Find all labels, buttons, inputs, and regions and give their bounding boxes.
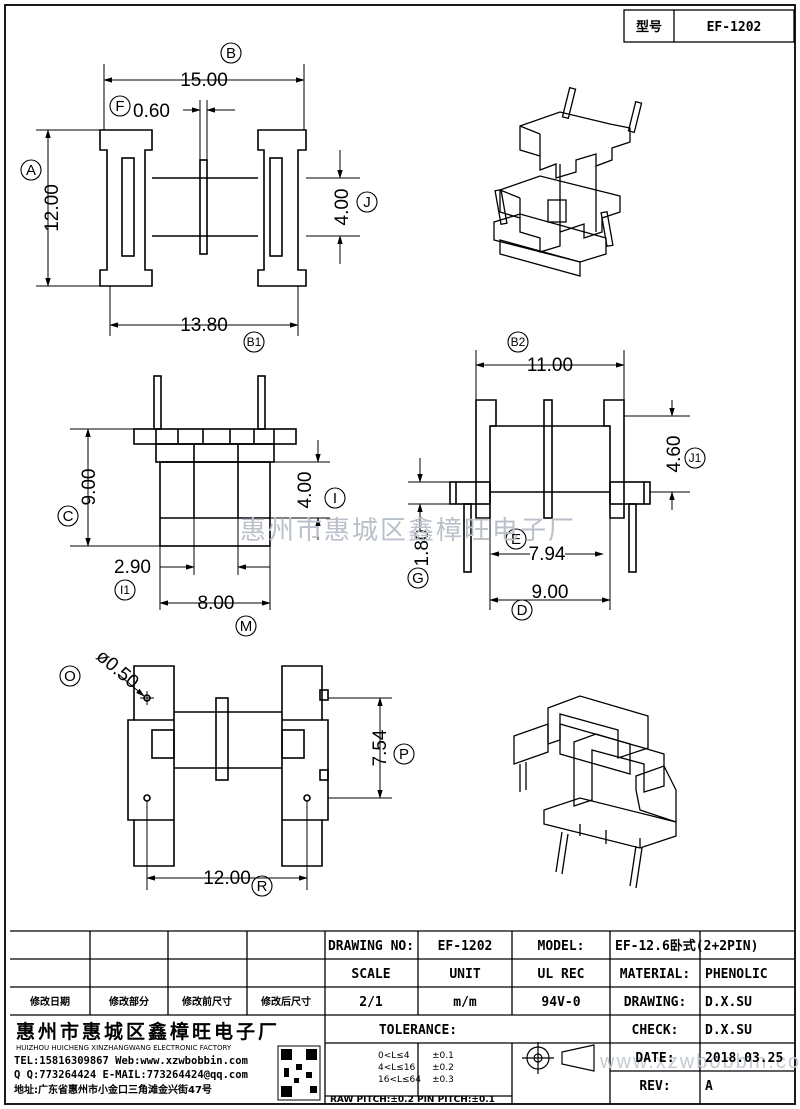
marker-a: A xyxy=(26,162,36,179)
rev-header-after: 修改后尺寸 xyxy=(260,995,311,1008)
side-view-dimensions xyxy=(408,350,690,610)
top-view-dimensions xyxy=(36,64,360,336)
marker-f: F xyxy=(115,98,124,115)
dim-b2: 11.00 xyxy=(527,355,573,376)
marker-r: R xyxy=(257,878,268,895)
rev-value: A xyxy=(705,1079,713,1094)
company-name-en: HUIZHOU HUICHENG XINZHANGWANG ELECTRONIC… xyxy=(16,1044,232,1052)
marker-b2: B2 xyxy=(511,335,526,349)
isometric-view-bottom xyxy=(513,695,677,889)
drawing-label: DRAWING: xyxy=(624,995,687,1010)
tol-value-1: ±0.1 xyxy=(432,1051,454,1061)
type-label: 型号 xyxy=(636,19,662,35)
dim-a: 12.00 xyxy=(42,184,63,232)
marker-letters: B F A J B1 C I I1 M B2 J1 E G D O P R xyxy=(26,45,702,895)
bottom-view xyxy=(127,665,329,867)
marker-circles xyxy=(20,42,706,897)
pitch-note: RAW PITCH:±0.2 PIN PITCH:±0.1 xyxy=(330,1095,495,1105)
material-label: MATERIAL: xyxy=(620,967,690,982)
marker-p: P xyxy=(399,746,409,763)
check-value: D.X.SU xyxy=(705,1023,752,1038)
unit-value: m/m xyxy=(453,995,477,1010)
rev-header-before: 修改前尺寸 xyxy=(181,995,232,1008)
dim-j: 4.00 xyxy=(332,189,353,226)
scale-label: SCALE xyxy=(351,967,390,982)
dim-e: 7.94 xyxy=(529,544,566,565)
sheet-border xyxy=(4,4,796,1105)
dim-f: 0.60 xyxy=(133,101,170,122)
marker-j: J xyxy=(363,194,371,211)
marker-i: I xyxy=(333,490,337,507)
drawing-value: D.X.SU xyxy=(705,995,752,1010)
marker-i1: I1 xyxy=(120,583,130,597)
dim-m: 8.00 xyxy=(198,593,235,614)
rev-header-date: 修改日期 xyxy=(29,995,70,1008)
tol-value-2: ±0.2 xyxy=(432,1063,454,1073)
projection-symbol xyxy=(522,1042,595,1074)
tol-range-2: 4<L≤16 xyxy=(378,1063,416,1073)
dim-b1: 13.80 xyxy=(180,315,228,336)
marker-e: E xyxy=(511,531,521,548)
tol-range-3: 16<L≤64 xyxy=(378,1075,421,1085)
company-tel: TEL:15816309867 Web:www.xzwbobbin.com xyxy=(14,1055,248,1067)
watermark-text: 惠州市惠城区鑫樟旺电子厂 xyxy=(240,515,576,545)
dim-g: 1.80 xyxy=(412,530,433,567)
top-view xyxy=(99,129,307,287)
front-view xyxy=(133,375,297,547)
bottom-view-dimensions xyxy=(117,673,392,890)
rev-header-part: 修改部分 xyxy=(108,995,149,1008)
front-view-dimensions xyxy=(70,428,330,610)
tol-value-3: ±0.3 xyxy=(432,1075,454,1085)
model-value: EF-12.6卧式(2+2PIN) xyxy=(615,938,758,954)
dim-i1: 2.90 xyxy=(114,557,151,578)
drawing-no-value: EF-1202 xyxy=(438,939,493,954)
marker-b1: B1 xyxy=(247,335,262,349)
ul-value: 94V-0 xyxy=(541,995,580,1010)
dim-r: 12.00 xyxy=(203,868,251,889)
dim-b: 15.00 xyxy=(180,70,228,91)
model-label: MODEL: xyxy=(538,939,585,954)
dim-o: ø0.50 xyxy=(92,646,143,693)
dimension-values: 15.00 0.60 12.00 4.00 13.80 9.00 4.00 2.… xyxy=(42,70,685,889)
marker-o: O xyxy=(64,668,76,685)
marker-d: D xyxy=(517,602,528,619)
marker-c: C xyxy=(63,508,74,525)
dim-c: 9.00 xyxy=(79,469,100,506)
dim-j1: 4.60 xyxy=(664,436,685,473)
unit-label: UNIT xyxy=(449,967,480,982)
isometric-view-top xyxy=(493,86,643,277)
marker-g: G xyxy=(412,570,424,587)
tol-range-1: 0<L≤4 xyxy=(378,1051,410,1061)
scale-value: 2/1 xyxy=(359,995,383,1010)
dim-d: 9.00 xyxy=(532,582,569,603)
date-value: 2018.03.25 xyxy=(705,1051,783,1066)
qr-code xyxy=(277,1045,321,1101)
marker-j1: J1 xyxy=(689,451,702,465)
check-label: CHECK: xyxy=(632,1023,679,1038)
ul-label: UL REC xyxy=(538,967,585,982)
watermark-url: www.xzwbobbin.com xyxy=(599,1051,800,1073)
marker-m: M xyxy=(240,618,253,635)
company-qq: Q Q:773264424 E-MAIL:773264424@qq.com xyxy=(14,1069,248,1081)
type-value: EF-1202 xyxy=(707,20,762,35)
company-address: 地址:广东省惠州市小金口三角滩金兴街47号 xyxy=(14,1083,212,1096)
tolerance-label: TOLERANCE: xyxy=(379,1023,457,1038)
date-label: DATE: xyxy=(635,1051,674,1066)
drawing-no-label: DRAWING NO: xyxy=(328,939,414,954)
dim-p: 7.54 xyxy=(370,729,391,766)
material-value: PHENOLIC xyxy=(705,967,768,982)
dim-i: 4.00 xyxy=(295,472,316,509)
title-block-grid xyxy=(10,9,795,1104)
company-name-cn: 惠州市惠城区鑫樟旺电子厂 xyxy=(16,1020,280,1043)
rev-label: REV: xyxy=(639,1079,670,1094)
marker-b: B xyxy=(226,45,236,62)
